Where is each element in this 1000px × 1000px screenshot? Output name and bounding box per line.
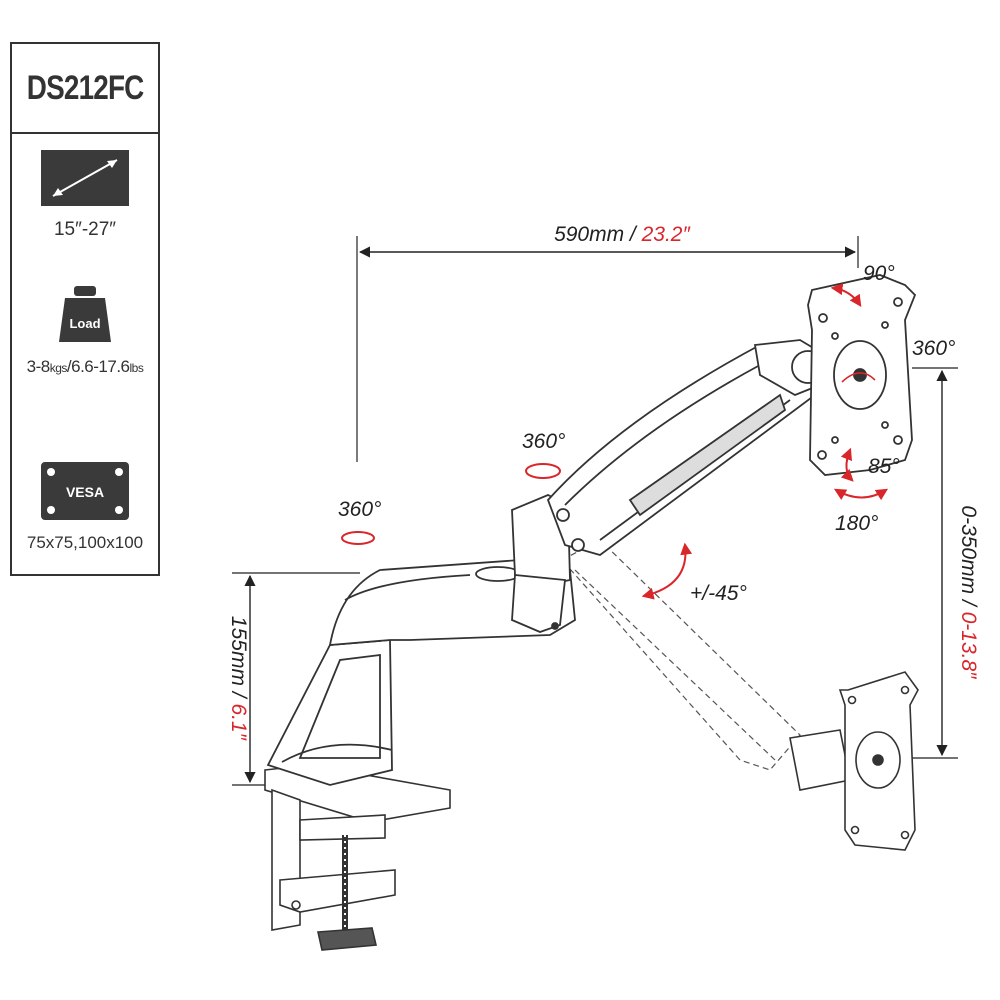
monitor-head — [753, 274, 917, 476]
reach-dimension: 590mm / 23.2″ — [356, 223, 859, 462]
load-unit-lb: lbs — [129, 361, 144, 375]
lowered-arm-ghost — [561, 539, 801, 771]
base-post — [266, 639, 393, 786]
tilt-up-arrow — [830, 283, 862, 307]
screen-size-text: 15″-27″ — [53, 219, 117, 240]
angle-labels: 360° 360° 360° 90° 85° 180° +/-45° — [338, 262, 955, 605]
desk-height-label: 155mm / 6.1″ — [227, 616, 250, 742]
rotation-arrows — [341, 283, 889, 600]
tilt-up-label: 90° — [863, 262, 895, 285]
load-label: Load — [69, 316, 100, 331]
load-value-kg: 3-8 — [26, 357, 51, 376]
model-box: DS212FC — [12, 44, 158, 134]
weight-icon: Load — [59, 286, 111, 342]
arm-tilt-arrow — [641, 542, 693, 600]
spec-panel: DS212FC 15″-27″ Load 3-8kgs/6.6-17.6lbs … — [10, 42, 160, 576]
desk-clamp — [264, 764, 451, 951]
height-adjust-dimension: 0-350mm / 0-13.8″ — [905, 367, 980, 759]
load-text: 3-8kgs/6.6-17.6lbs — [12, 357, 158, 377]
lowered-monitor-plate — [789, 671, 919, 851]
reach-label: 590mm / 23.2″ — [554, 223, 691, 246]
screen-size-spec: 15″-27″ — [12, 148, 158, 241]
panel-rotation-arrow — [841, 372, 876, 383]
vesa-label: VESA — [66, 484, 104, 500]
elbow-rotation-arrow — [525, 463, 561, 479]
load-spec: Load 3-8kgs/6.6-17.6lbs — [12, 284, 158, 377]
elbow-rotation-label: 360° — [522, 430, 565, 453]
height-adjust-label: 0-350mm / 0-13.8″ — [957, 505, 980, 680]
screen-size-icon — [41, 150, 129, 206]
load-unit-kg: kgs — [49, 361, 68, 375]
model-name: DS212FC — [26, 68, 144, 107]
base-rotation-arrow — [341, 531, 375, 545]
tilt-down-label: 85° — [868, 455, 900, 478]
swivel-label: 180° — [835, 512, 878, 535]
swivel-arrow — [833, 488, 889, 501]
tilt-down-arrow — [840, 447, 854, 482]
arm-tilt-label: +/-45° — [690, 582, 747, 605]
upper-arm — [546, 344, 816, 556]
base-rotation-label: 360° — [338, 498, 381, 521]
vesa-text: 75x75,100x100 — [26, 533, 144, 552]
vesa-spec: VESA 75x75,100x100 — [12, 460, 158, 553]
vesa-plate-icon: VESA — [41, 462, 129, 520]
load-value-lb: /6.6-17.6 — [66, 357, 130, 376]
panel-rotation-label: 360° — [912, 337, 955, 360]
